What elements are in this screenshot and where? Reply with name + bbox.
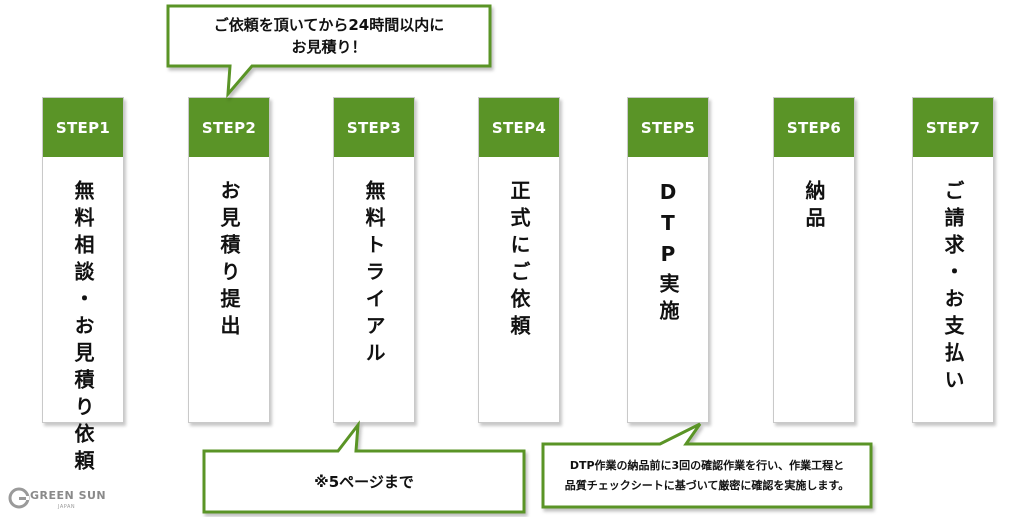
step-2-text: お見積り提出: [217, 180, 241, 342]
step-7-text: ご請求・お支払い: [941, 180, 965, 396]
step-6: STEP6 納品: [773, 97, 855, 423]
step-5-text: DTP実施: [656, 180, 680, 327]
quote-callout-bubble: [166, 4, 492, 99]
dtp-callout-line-1: DTP作業の納品前に3回の確認作業を行い、作業工程と: [569, 458, 845, 472]
step-4-text: 正式にご依頼: [507, 180, 531, 342]
trial-callout: ※5ページまで: [206, 453, 522, 510]
quote-callout-line-2: お見積り！: [291, 38, 367, 56]
dtp-callout: DTP作業の納品前に3回の確認作業を行い、作業工程と 品質チェックシートに基づい…: [545, 446, 869, 505]
logo-name: GREEN SUN: [30, 489, 107, 502]
green-sun-logo-icon: [8, 487, 30, 509]
step-7-label: STEP7: [913, 98, 993, 157]
quote-callout: ご依頼を頂いてから24時間以内に お見積り！: [170, 8, 488, 64]
step-5-label: STEP5: [628, 98, 708, 157]
step-3-text: 無料トライアル: [362, 180, 386, 369]
dtp-callout-line-2: 品質チェックシートに基づいて厳密に確認を実施します。: [564, 478, 850, 492]
trial-callout-bubble: [202, 420, 526, 514]
step-1: STEP1 無料相談・お見積り依頼: [42, 97, 124, 477]
step-2-label: STEP2: [189, 98, 269, 157]
step-4-label: STEP4: [479, 98, 559, 157]
step-1-label: STEP1: [43, 98, 123, 157]
step-6-label: STEP6: [774, 98, 854, 157]
step-4: STEP4 正式にご依頼: [478, 97, 560, 423]
quote-callout-line-1: ご依頼を頂いてから24時間以内に: [213, 16, 445, 34]
logo-sub: JAPAN: [58, 504, 76, 510]
step-3: STEP3 無料トライアル: [333, 97, 415, 423]
step-3-label: STEP3: [334, 98, 414, 157]
trial-callout-text: ※5ページまで: [314, 473, 414, 491]
step-7: STEP7 ご請求・お支払い: [912, 97, 994, 423]
dtp-callout-bubble: [541, 422, 873, 509]
step-5: STEP5 DTP実施: [627, 97, 709, 423]
step-1-text: 無料相談・お見積り依頼: [71, 180, 95, 477]
step-6-text: 納品: [802, 180, 826, 234]
step-2: STEP2 お見積り提出: [188, 97, 270, 423]
